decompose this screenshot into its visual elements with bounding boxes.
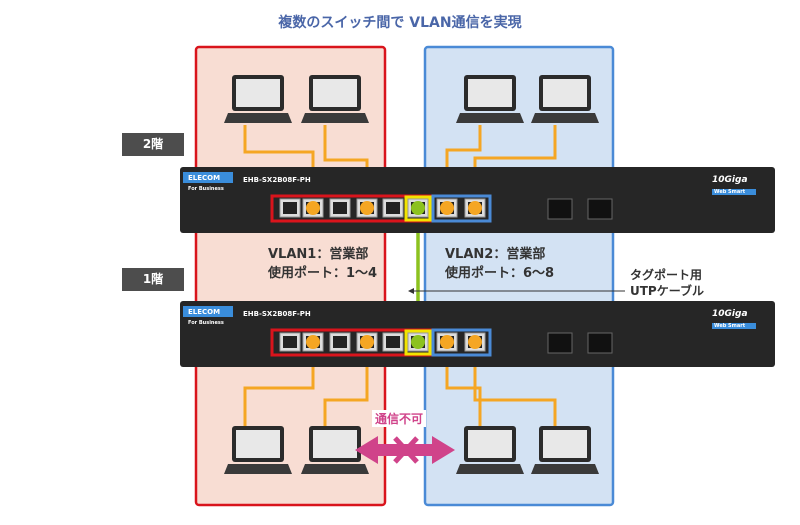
vlan1-label: VLAN1：営業部 使用ポート：1〜4 <box>268 245 377 283</box>
floor-1-label: 1階 <box>122 268 184 291</box>
laptop-keyboard <box>224 113 292 123</box>
switch-top-sub: For Business <box>188 186 224 192</box>
switch-bottom-sub: For Business <box>188 320 224 326</box>
diagram-title: 複数のスイッチ間で VLAN通信を実現 <box>278 15 522 31</box>
laptop-icon <box>224 426 292 474</box>
ethernet-port-socket <box>333 202 347 214</box>
laptop-screen <box>313 79 357 107</box>
ethernet-port-socket <box>386 336 400 348</box>
switches <box>180 167 775 367</box>
tag-port-line2: UTPケーブル <box>630 284 705 298</box>
laptop-keyboard <box>531 113 599 123</box>
ethernet-port-socket <box>283 202 297 214</box>
laptop-keyboard <box>224 464 292 474</box>
tag-port-highlight <box>404 329 432 356</box>
laptop-keyboard <box>301 113 369 123</box>
utp-cable <box>473 345 557 428</box>
vlan1-ports: 使用ポート：1〜4 <box>268 266 378 281</box>
vlan1-name: VLAN1：営業部 <box>268 247 369 262</box>
cable-connector <box>306 335 320 349</box>
cable-connector <box>468 201 482 215</box>
cable-connector <box>440 335 454 349</box>
logo-badge <box>712 189 756 195</box>
cable-connector <box>360 201 374 215</box>
no-communication-label: 通信不可 <box>372 410 427 427</box>
tag-cable-connector <box>411 201 425 215</box>
laptop-icon <box>301 75 369 123</box>
switch-bottom-brand: ELECOM <box>188 308 221 316</box>
annotation-arrowhead <box>408 288 414 294</box>
tag-port-annotation: タグポート用 UTPケーブル <box>630 267 704 299</box>
brand-badge <box>183 306 233 317</box>
laptop-keyboard <box>531 464 599 474</box>
vlan2-ports: 使用ポート：6〜8 <box>445 266 555 281</box>
sfp-port <box>587 198 613 220</box>
laptop-icon <box>224 75 292 123</box>
laptop-keyboard <box>456 464 524 474</box>
laptop-screen <box>468 79 512 107</box>
switch-floor2 <box>180 167 775 233</box>
cable-connector <box>468 335 482 349</box>
switch-top-model: EHB-SX2B08F-PH <box>243 176 311 184</box>
ethernet-port-socket <box>283 336 297 348</box>
vlan2-area <box>423 45 615 507</box>
laptop-keyboard <box>456 113 524 123</box>
laptop-screen <box>236 79 280 107</box>
cross-mark-icon <box>393 436 419 464</box>
ethernet-port-socket <box>386 202 400 214</box>
switch-bottom-model: EHB-SX2B08F-PH <box>243 310 311 318</box>
laptop-icon <box>301 426 369 474</box>
utp-cable <box>323 345 369 428</box>
logo-badge <box>712 323 756 329</box>
no-communication-arrow <box>355 436 455 464</box>
cable-connector <box>360 335 374 349</box>
laptop-keyboard <box>301 464 369 474</box>
laptop-icon <box>456 75 524 123</box>
sfp-port <box>547 198 573 220</box>
floor-2-label: 2階 <box>122 133 184 156</box>
vlan2-port-group <box>431 328 492 357</box>
vlan2-label: VLAN2：営業部 使用ポート：6〜8 <box>445 245 554 283</box>
tag-port-highlight <box>404 195 432 222</box>
tag-port-line1: タグポート用 <box>630 268 703 282</box>
switch-bottom-logo: 10Giga <box>712 309 748 319</box>
tag-cable-connector <box>411 335 425 349</box>
switch-top-brand: ELECOM <box>188 174 221 182</box>
switch-bottom-logo-sub: Web Smart <box>714 323 746 329</box>
laptops <box>224 75 599 474</box>
vlan2-name: VLAN2：営業部 <box>445 247 546 262</box>
laptop-screen <box>543 79 587 107</box>
switch-top-logo-sub: Web Smart <box>714 189 746 195</box>
vlan2-port-group <box>431 194 492 223</box>
laptop-screen <box>313 430 357 458</box>
cable-connector <box>306 201 320 215</box>
cable-connector <box>440 201 454 215</box>
switch-floor1 <box>180 301 775 367</box>
laptop-icon <box>531 75 599 123</box>
switch-top-logo: 10Giga <box>712 175 748 185</box>
laptop-screen <box>468 430 512 458</box>
laptop-screen <box>543 430 587 458</box>
sfp-port <box>587 332 613 354</box>
ethernet-port-socket <box>333 336 347 348</box>
brand-badge <box>183 172 233 183</box>
sfp-port <box>547 332 573 354</box>
laptop-icon <box>456 426 524 474</box>
laptop-screen <box>236 430 280 458</box>
laptop-icon <box>531 426 599 474</box>
